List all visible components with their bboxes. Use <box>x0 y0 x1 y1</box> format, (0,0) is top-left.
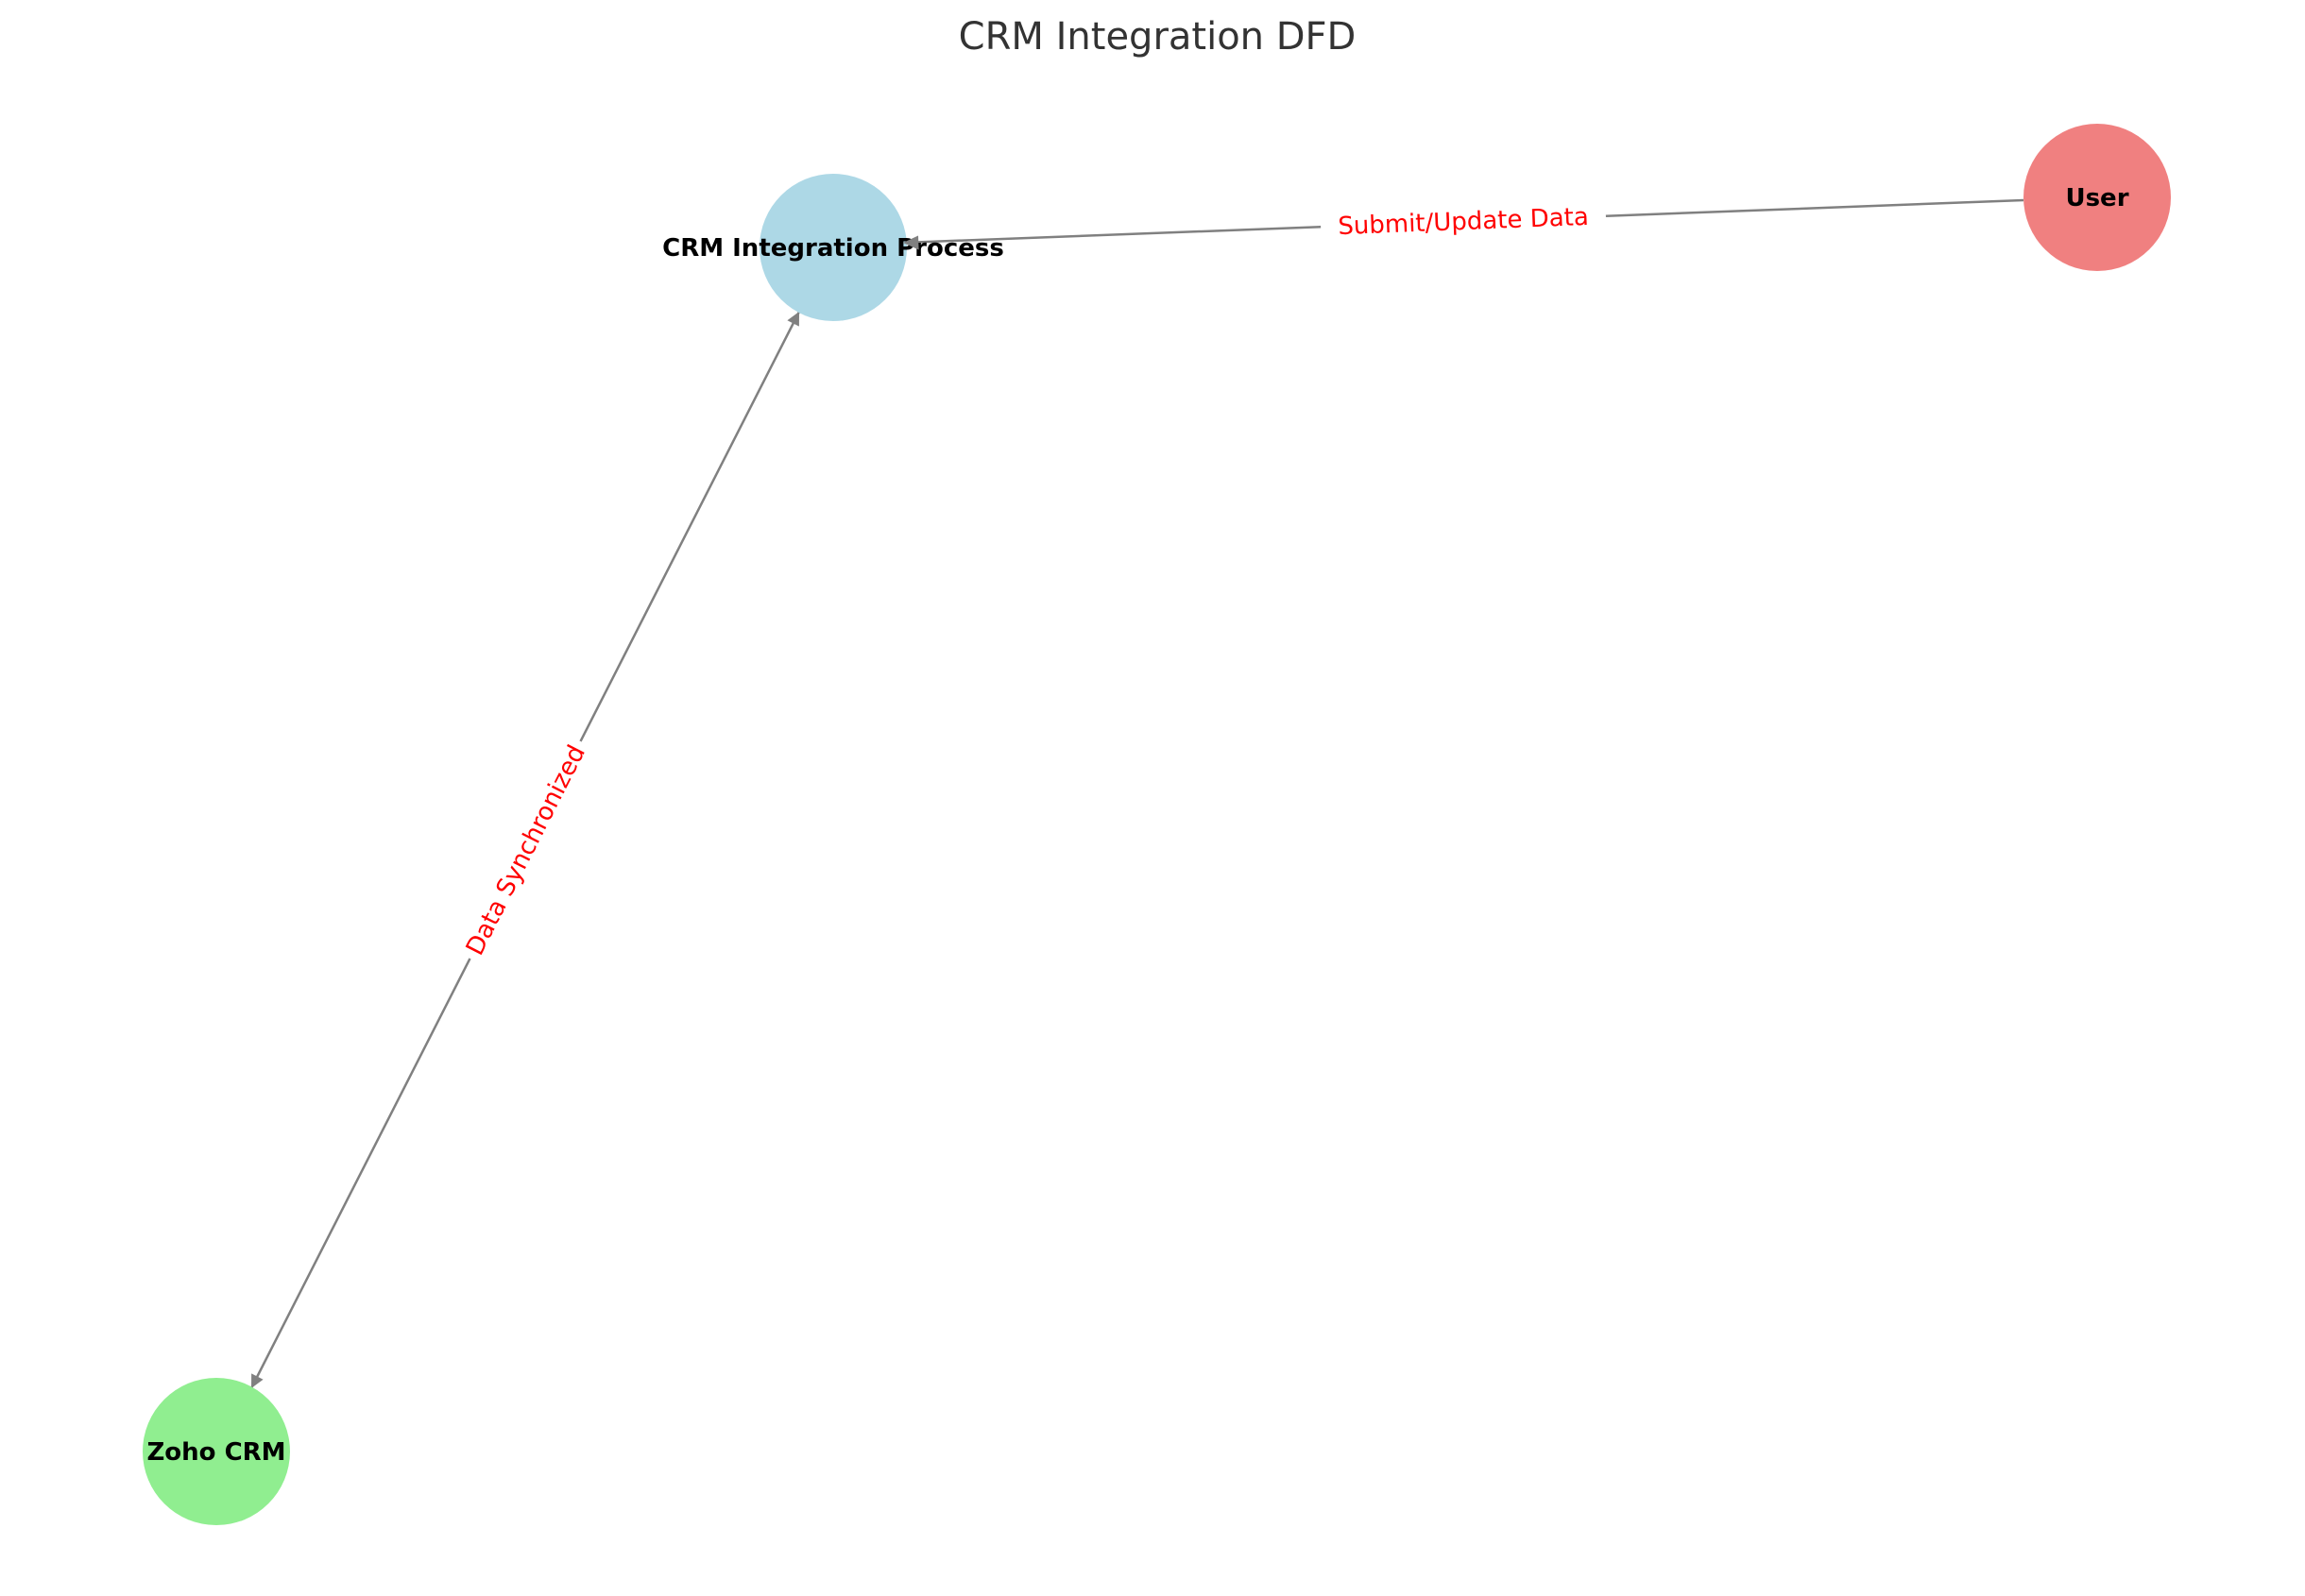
edge-data-synchronized: Data Synchronized <box>249 311 801 1389</box>
node-label-user: User <box>2065 184 2128 212</box>
arrowhead-user-to-process <box>903 235 919 250</box>
node-circle <box>143 1378 290 1525</box>
node-circle <box>760 174 907 321</box>
node-label-crm-integration-process: CRM Integration Process <box>662 234 1004 263</box>
diagram-title: CRM Integration DFD <box>959 15 1357 59</box>
node-crm-integration-process: CRM Integration Process <box>662 174 1004 321</box>
node-label-zoho-crm: Zoho CRM <box>146 1438 285 1467</box>
edge-label-data-synchronized: Data Synchronized <box>461 740 591 959</box>
node-circle <box>2023 124 2171 271</box>
node-zoho-crm: Zoho CRM <box>143 1378 290 1525</box>
edge-label-bg <box>453 733 597 967</box>
node-user: User <box>2023 124 2171 271</box>
edge-submit-update-data: Submit/Update Data <box>902 197 2024 245</box>
edge-label-bg <box>1320 197 1607 245</box>
